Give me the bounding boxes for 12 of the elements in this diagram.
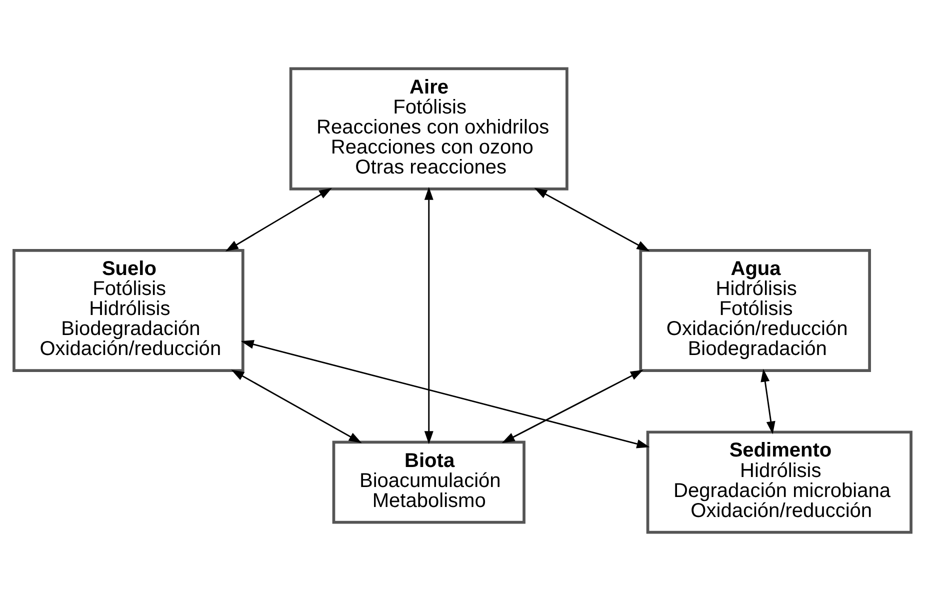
arrow <box>760 368 776 434</box>
node-box: Biota Bioacumulación Metabolismo <box>332 440 526 524</box>
node-box: Agua Hidrólisis Fotólisis Oxidación/reducción Biodegradación <box>639 249 871 372</box>
node-box: Suelo Fotólisis Hidrólisis Biodegradación Oxidación/reducción <box>12 249 244 372</box>
node-box: Aire Fotólisis Reacciones con oxhidrilos Reacciones con ozono Otras reacciones <box>289 67 568 190</box>
node-box: Sedimento Hidrólisis Degradación microbiana Oxidación/reducción <box>646 430 912 534</box>
arrow <box>502 370 644 443</box>
arrow <box>534 188 650 252</box>
arrow <box>240 340 650 448</box>
arrow <box>225 188 332 252</box>
arrow <box>231 370 362 444</box>
arrow <box>424 187 434 444</box>
